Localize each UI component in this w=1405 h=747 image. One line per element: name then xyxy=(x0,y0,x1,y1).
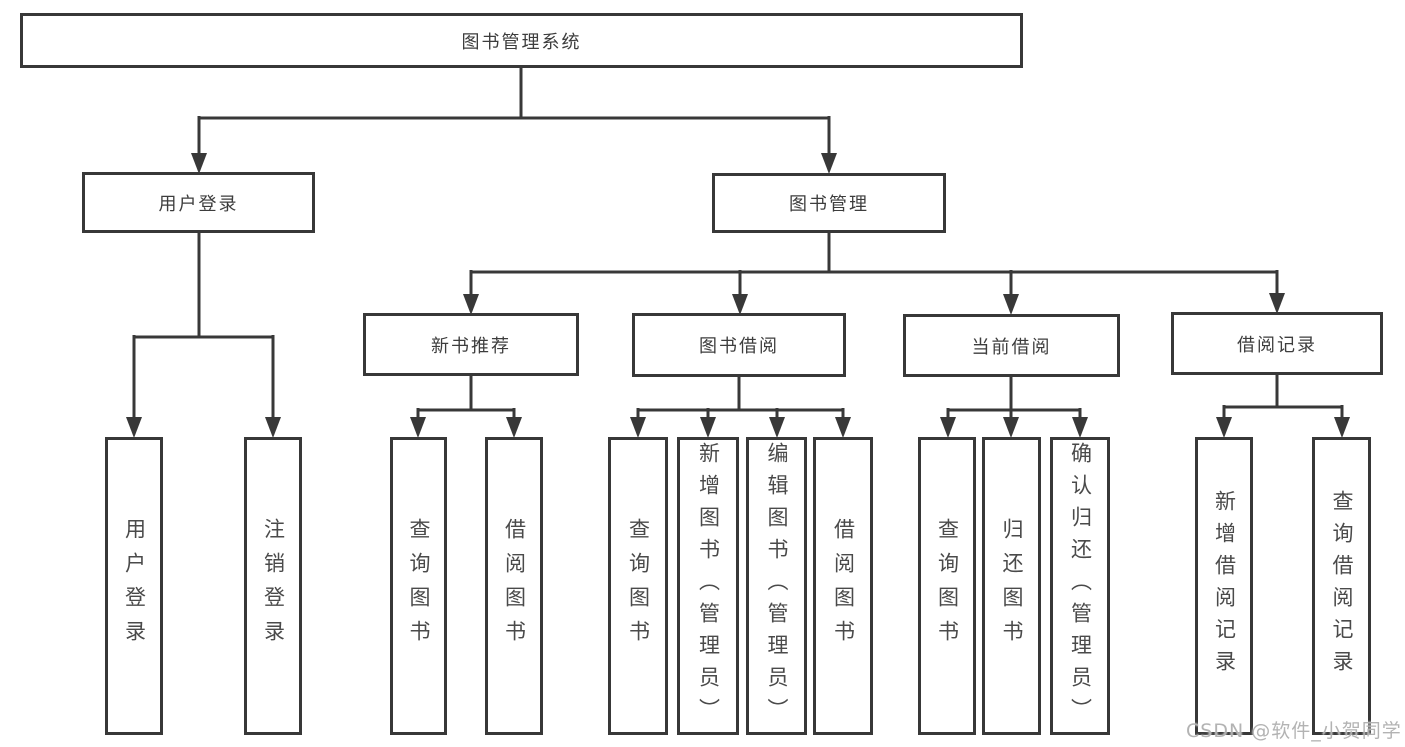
node-user-login-label: 用户登录 xyxy=(158,193,239,215)
leaf-borrow-books-recommend-label: 借阅图书 xyxy=(502,518,527,654)
leaf-query-borrow-record-label: 查询借阅记录 xyxy=(1330,490,1355,682)
node-book-borrow: 图书借阅 xyxy=(632,313,846,377)
leaf-logout: 注销登录 xyxy=(244,437,302,735)
leaf-add-borrow-record: 新增借阅记录 xyxy=(1195,437,1253,735)
node-new-book-recommend-label: 新书推荐 xyxy=(431,335,511,357)
leaf-query-books-borrow-label: 查询图书 xyxy=(626,518,651,654)
leaf-query-borrow-record: 查询借阅记录 xyxy=(1312,437,1371,735)
leaf-add-book-admin-label: 新增图书（管理员） xyxy=(696,442,721,730)
leaf-user-login-label: 用户登录 xyxy=(122,518,147,654)
leaf-borrow-books: 借阅图书 xyxy=(813,437,873,735)
leaf-query-books-recommend: 查询图书 xyxy=(390,437,447,735)
leaf-edit-book-admin-label: 编辑图书（管理员） xyxy=(765,442,790,730)
leaf-return-books: 归还图书 xyxy=(982,437,1041,735)
node-book-management: 图书管理 xyxy=(712,173,946,233)
leaf-borrow-books-label: 借阅图书 xyxy=(831,518,856,654)
node-root: 图书管理系统 xyxy=(20,13,1023,68)
leaf-edit-book-admin: 编辑图书（管理员） xyxy=(746,437,807,735)
node-current-borrow: 当前借阅 xyxy=(903,314,1120,377)
node-root-label: 图书管理系统 xyxy=(461,31,582,53)
node-new-book-recommend: 新书推荐 xyxy=(363,313,579,376)
node-borrow-records: 借阅记录 xyxy=(1171,312,1383,375)
node-borrow-records-label: 借阅记录 xyxy=(1237,334,1317,356)
watermark: CSDN @软件_小贺同学 xyxy=(1186,720,1402,742)
leaf-query-books-recommend-label: 查询图书 xyxy=(407,518,432,654)
leaf-user-login: 用户登录 xyxy=(105,437,163,735)
node-book-borrow-label: 图书借阅 xyxy=(699,336,779,357)
leaf-confirm-return-admin-label: 确认归还（管理员） xyxy=(1068,442,1093,730)
leaf-return-books-label: 归还图书 xyxy=(1000,518,1025,654)
node-user-login: 用户登录 xyxy=(82,172,315,233)
leaf-add-borrow-record-label: 新增借阅记录 xyxy=(1212,490,1237,682)
leaf-query-books-current: 查询图书 xyxy=(918,437,976,735)
leaf-add-book-admin: 新增图书（管理员） xyxy=(677,437,739,735)
leaf-query-books-current-label: 查询图书 xyxy=(935,518,960,654)
leaf-borrow-books-recommend: 借阅图书 xyxy=(485,437,543,735)
node-book-management-label: 图书管理 xyxy=(789,194,869,215)
leaf-logout-label: 注销登录 xyxy=(261,518,286,654)
node-current-borrow-label: 当前借阅 xyxy=(971,336,1052,358)
leaf-query-books-borrow: 查询图书 xyxy=(608,437,668,735)
leaf-confirm-return-admin: 确认归还（管理员） xyxy=(1050,437,1110,735)
